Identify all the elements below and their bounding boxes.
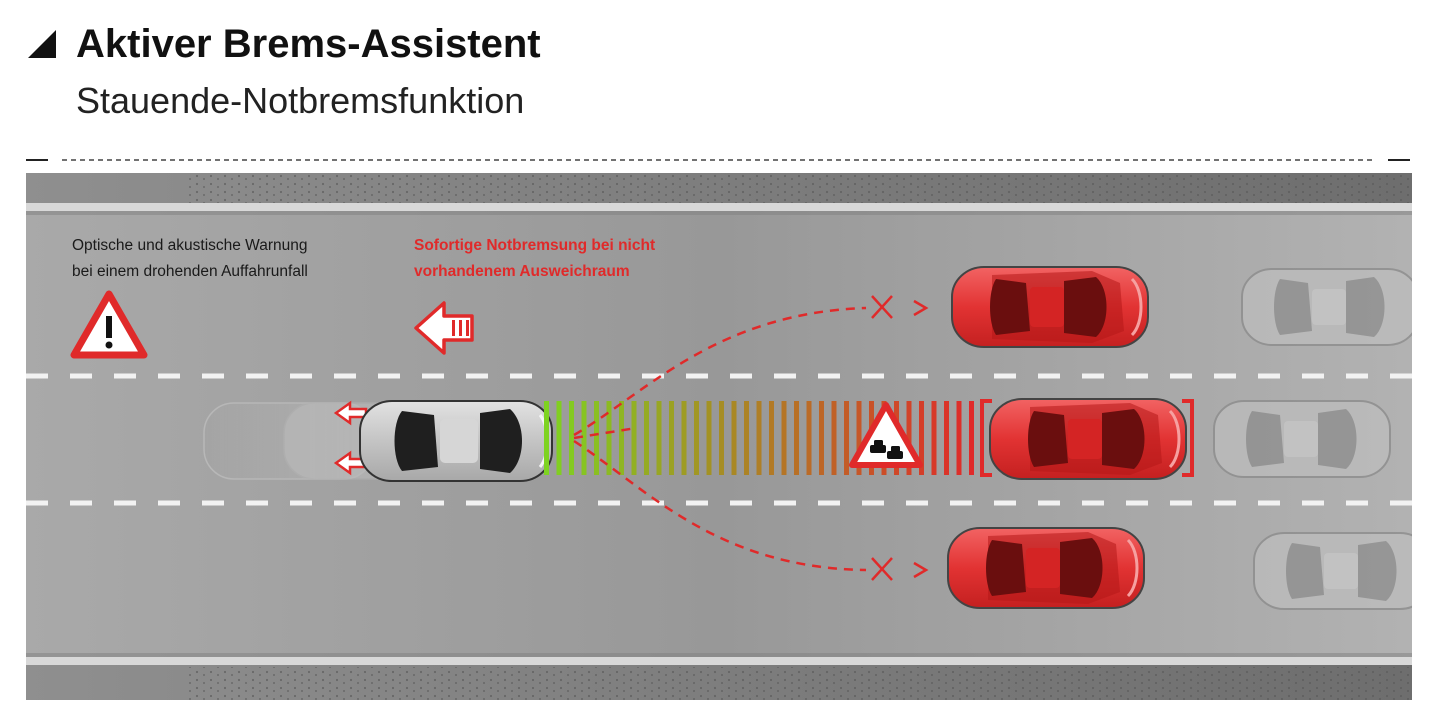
distance-bar <box>631 401 637 475</box>
distance-bar <box>656 401 662 475</box>
distance-bar <box>769 401 774 475</box>
page-title: Aktiver Brems-Assistent <box>76 22 541 66</box>
warning-triangle-icon <box>70 290 148 359</box>
braking-label-line1: Sofortige Notbremsung bei nicht <box>414 237 656 254</box>
distance-bar <box>856 401 862 475</box>
traffic-jam-sign-icon <box>849 402 923 468</box>
warning-label: Optische und akustische Warnung bei eine… <box>72 233 308 285</box>
evasion-paths <box>573 306 867 572</box>
distance-bar <box>644 401 649 475</box>
braking-label-line2: vorhandenem Ausweichraum <box>414 263 630 280</box>
brake-arrow-icon <box>414 301 474 355</box>
gray-car-middle-lane <box>1213 400 1391 478</box>
distance-bar <box>794 401 799 475</box>
distance-bar <box>606 401 612 475</box>
distance-bar <box>681 401 687 475</box>
distance-bar <box>944 401 949 475</box>
distance-bar <box>569 401 574 475</box>
distance-bar <box>756 401 762 475</box>
header: Aktiver Brems-Assistent Stauende-Notbrem… <box>0 0 1440 160</box>
distance-bar <box>594 401 599 475</box>
braking-label: Sofortige Notbremsung bei nicht vorhande… <box>414 233 655 285</box>
page-subtitle: Stauende-Notbremsfunktion <box>76 80 525 121</box>
distance-bar <box>919 401 924 475</box>
red-car-left-lane <box>950 265 1150 349</box>
distance-bar <box>744 401 749 475</box>
distance-bar <box>556 401 562 475</box>
distance-bar <box>669 401 674 475</box>
distance-bar <box>819 401 824 475</box>
red-car-right-lane <box>946 526 1146 610</box>
distance-bar <box>806 401 812 475</box>
distance-bar <box>906 401 912 475</box>
distance-bar <box>619 401 624 475</box>
red-car-ahead <box>988 397 1188 481</box>
blocked-path-markers <box>871 295 929 581</box>
road-scene <box>26 173 1412 700</box>
distance-bar <box>831 401 837 475</box>
distance-bar <box>706 401 712 475</box>
ego-car <box>359 400 553 482</box>
distance-bar <box>931 401 937 475</box>
distance-bar <box>544 401 549 475</box>
distance-bar <box>719 401 724 475</box>
header-divider <box>26 159 1410 161</box>
distance-bar <box>781 401 787 475</box>
distance-bar <box>731 401 737 475</box>
target-bracket <box>980 399 1194 477</box>
warning-label-line2: bei einem drohenden Auffahrunfall <box>72 263 308 280</box>
title-marker-icon <box>28 30 56 58</box>
distance-bar <box>694 401 699 475</box>
gray-car-left-lane <box>1241 268 1412 346</box>
distance-bar <box>844 401 849 475</box>
distance-bar <box>581 401 587 475</box>
distance-bar <box>956 401 962 475</box>
gray-car-right-lane <box>1253 532 1412 610</box>
warning-label-line1: Optische und akustische Warnung <box>72 237 308 254</box>
distance-bar <box>969 401 974 475</box>
